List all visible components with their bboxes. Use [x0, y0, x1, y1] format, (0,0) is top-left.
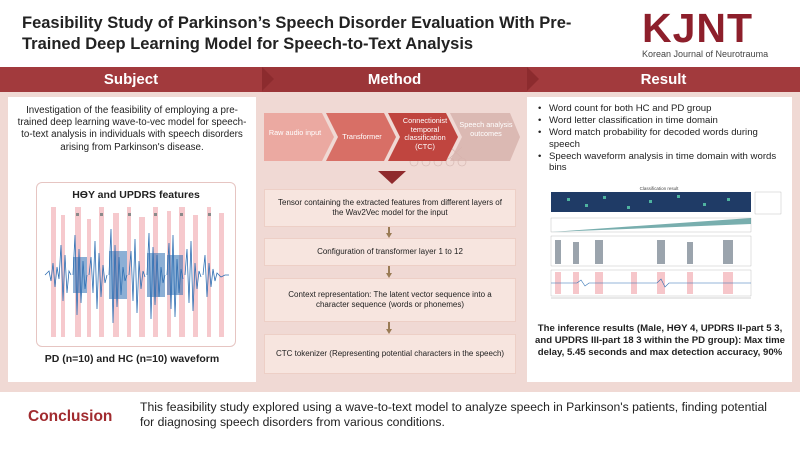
path-band [551, 218, 751, 232]
pipeline-down-arrow [378, 171, 406, 184]
poster-title: Feasibility Study of Parkinson’s Speech … [22, 14, 572, 53]
logo-mark: KJNT [642, 5, 754, 51]
step-arrow [386, 233, 392, 238]
chevron-outcomes [450, 113, 520, 161]
method-step-4: CTC tokenizer (Representing potential ch… [264, 334, 516, 374]
chart-legend [754, 191, 782, 215]
result-bullet: Word letter classification in time domai… [535, 115, 785, 127]
pipeline-step-outcomes: Speech analysis outcomes [459, 120, 513, 138]
result-bullet: Word count for both HC and PD group [535, 103, 785, 115]
subject-heading: Subject [103, 71, 159, 88]
bin-markers [76, 213, 211, 216]
subject-description: Investigation of the feasibility of empl… [17, 105, 247, 153]
result-header: Result [527, 67, 800, 92]
classification-chart: Classification result [550, 186, 782, 299]
pipeline-step-ctc: Connectionist temporal classification (C… [402, 116, 448, 151]
method-header: Method [262, 67, 539, 92]
probability-bars [555, 240, 733, 264]
chart-title: Classification result [640, 186, 680, 191]
method-step-1: Tensor containing the extracted features… [264, 189, 516, 227]
heatmap-cells [567, 195, 730, 209]
step-connector [388, 322, 390, 330]
step-connector [388, 266, 390, 274]
subject-header: Subject [0, 67, 274, 92]
pipeline-step-transformer: Transformer [342, 132, 382, 141]
result-waveform [551, 278, 751, 288]
subject-panel: Investigation of the feasibility of empl… [8, 97, 256, 382]
figure-caption: PD (n=10) and HC (n=10) waveform [44, 353, 220, 365]
section-divider-arrow [527, 67, 539, 91]
conclusion-label: Conclusion [28, 408, 113, 425]
logo-subtitle: Korean Journal of Neurotrauma [642, 49, 769, 59]
method-step-3: Context representation: The latent vecto… [264, 278, 516, 322]
figure-title: HӨY and UPDRS features [72, 189, 200, 201]
probability-panel [550, 235, 752, 267]
result-panel: Word count for both HC and PD group Word… [527, 97, 792, 382]
waveform-figure: HӨY and UPDRS features [36, 182, 236, 347]
result-bullet: Word match probability for decoded words… [535, 127, 785, 150]
waveform-lines [44, 228, 229, 324]
result-bullets: Word count for both HC and PD group Word… [535, 103, 785, 175]
method-panel: Raw audio input Transformer Connectionis… [264, 97, 520, 382]
step-arrow [386, 329, 392, 334]
waveform-fill [73, 251, 183, 299]
header: Feasibility Study of Parkinson’s Speech … [0, 0, 800, 66]
pipeline-chevrons [264, 113, 520, 167]
result-bullet: Speech waveform analysis in time domain … [535, 151, 785, 174]
step-connector [388, 227, 390, 234]
conclusion-text: This feasibility study explored using a … [140, 400, 767, 430]
chevron-transformer [326, 113, 396, 161]
waveform-graphic [44, 207, 229, 337]
chevron-raw-audio [264, 113, 334, 161]
result-heading: Result [640, 71, 687, 88]
chevron-ctc [388, 113, 458, 161]
inference-summary: The inference results (Male, HӨY 4, UPDR… [535, 323, 785, 358]
pipeline-step-raw-audio: Raw audio input [268, 128, 322, 137]
method-heading: Method [367, 71, 422, 88]
section-divider-arrow [262, 67, 274, 91]
journal-logo: KJNT Korean Journal of Neurotrauma [628, 6, 788, 62]
method-step-2: Configuration of transformer layer 1 to … [264, 238, 516, 266]
step-arrow [386, 273, 392, 278]
